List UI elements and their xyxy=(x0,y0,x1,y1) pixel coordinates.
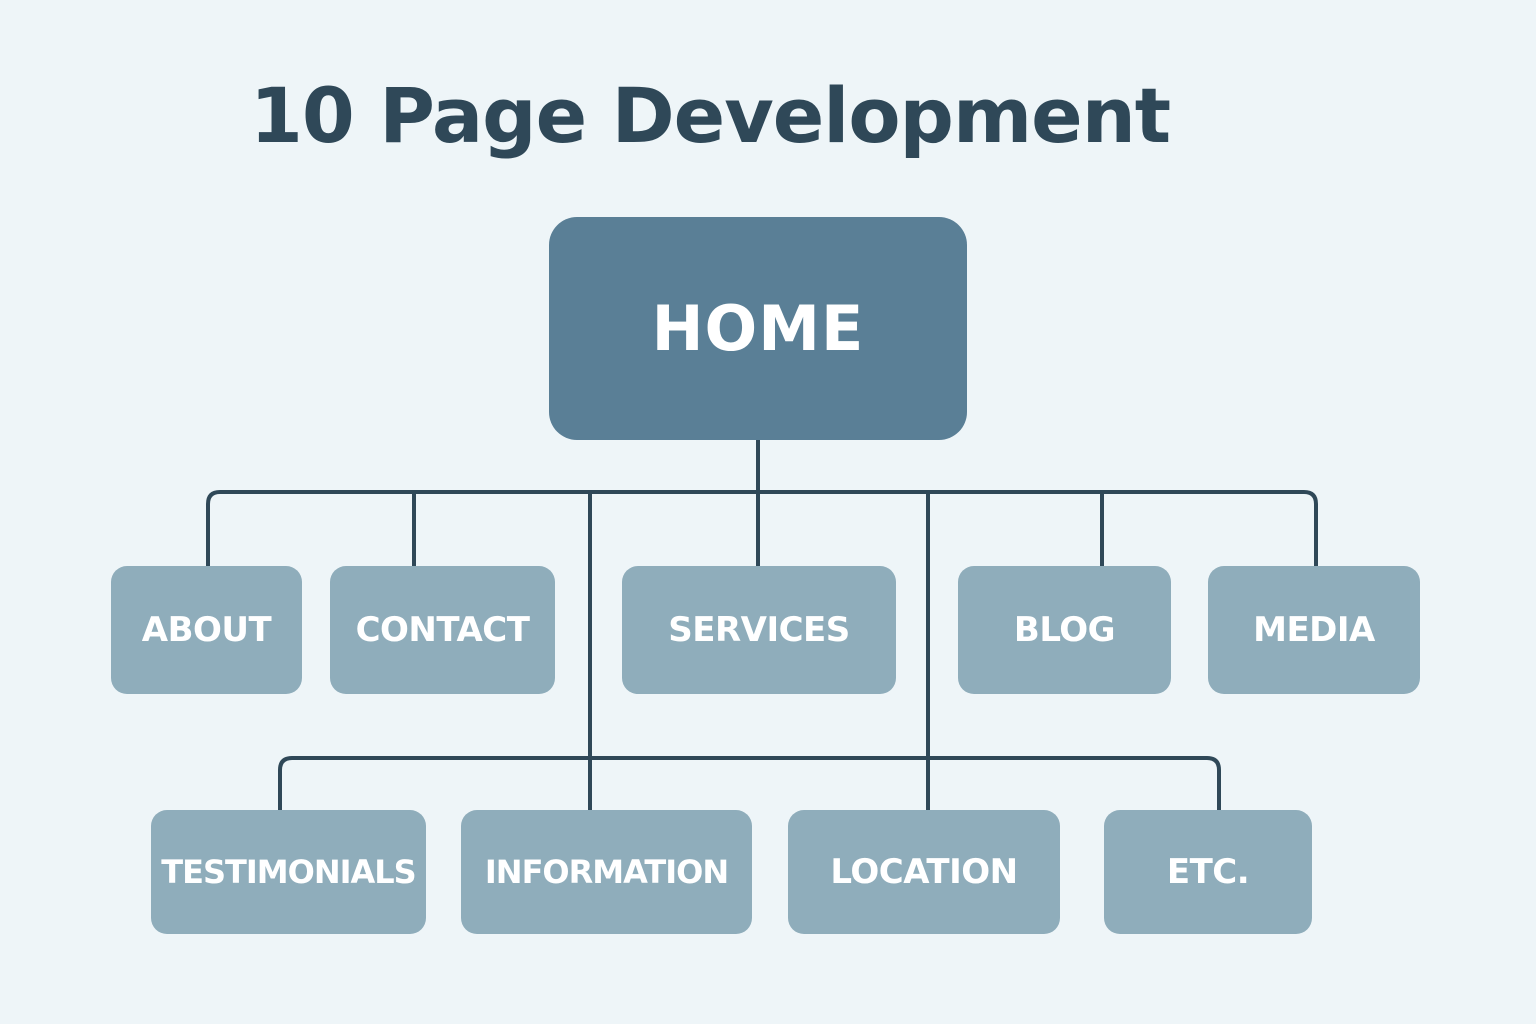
node-information: INFORMATION xyxy=(461,810,752,934)
node-location: LOCATION xyxy=(788,810,1060,934)
connector-lower-bus xyxy=(278,756,1221,812)
node-home: HOME xyxy=(549,217,967,440)
node-services: SERVICES xyxy=(622,566,896,694)
page-title: 10 Page Development xyxy=(250,71,1171,160)
node-contact: CONTACT xyxy=(330,566,555,694)
node-testimonials: TESTIMONIALS xyxy=(151,810,426,934)
node-blog: BLOG xyxy=(958,566,1171,694)
node-etc: ETC. xyxy=(1104,810,1312,934)
node-about: ABOUT xyxy=(111,566,302,694)
node-media: MEDIA xyxy=(1208,566,1420,694)
connector-upper-bus xyxy=(206,490,1318,568)
